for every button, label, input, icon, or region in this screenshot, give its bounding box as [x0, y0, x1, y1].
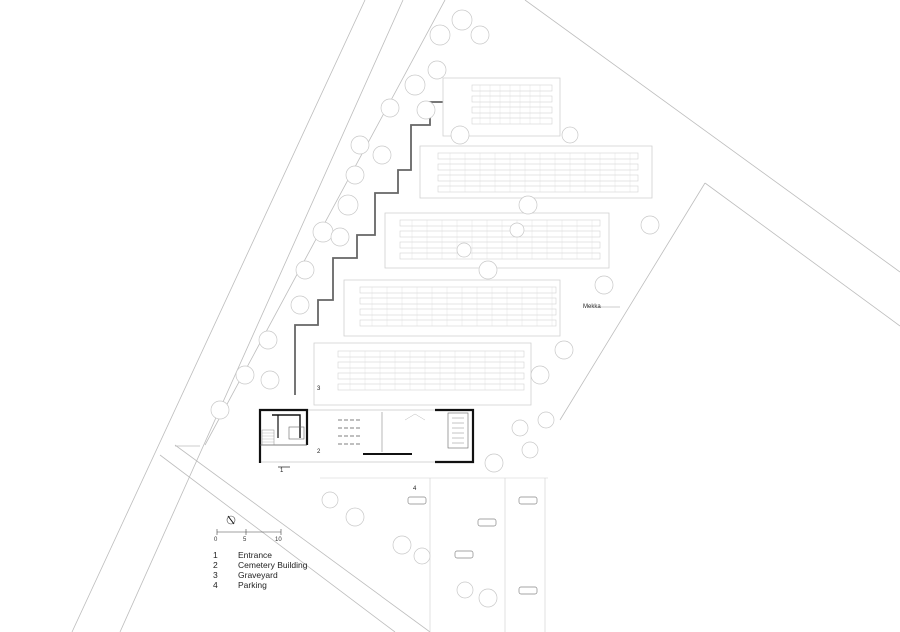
legend: 1 Entrance 2 Cemetery Building 3 Graveya… — [213, 550, 307, 590]
legend-item: 2 Cemetery Building — [213, 560, 307, 570]
legend-item: 3 Graveyard — [213, 570, 307, 580]
label-parking: 4 — [413, 486, 417, 492]
parked-cars — [407, 496, 538, 595]
cemetery-building — [258, 408, 475, 468]
legend-label: Graveyard — [238, 570, 278, 580]
legend-item: 1 Entrance — [213, 550, 307, 560]
grave-dividers — [349, 85, 631, 390]
legend-number: 3 — [213, 570, 218, 580]
label-graveyard: 3 — [317, 386, 321, 392]
road-lines — [71, 0, 900, 632]
legend-label: Parking — [238, 580, 267, 590]
scale-bar — [216, 529, 282, 535]
legend-number: 4 — [213, 580, 218, 590]
legend-item: 4 Parking — [213, 580, 307, 590]
parking-area — [320, 477, 548, 632]
scale-tick-0: 0 — [214, 537, 218, 543]
grave-rows — [337, 84, 639, 391]
legend-label: Entrance — [238, 550, 273, 560]
boundary-wall — [294, 101, 443, 395]
legend-label: Cemetery Building — [238, 560, 308, 570]
label-mekka: Mekka — [583, 304, 601, 310]
legend-number: 2 — [213, 560, 218, 570]
scale-tick-10: 10 — [275, 537, 282, 543]
north-arrow — [226, 515, 236, 525]
label-building: 2 — [317, 449, 321, 455]
scale-tick-5: 5 — [243, 537, 247, 543]
trees — [210, 9, 660, 608]
legend-number: 1 — [213, 550, 218, 560]
graveyard-terraces — [313, 77, 653, 406]
label-entrance: 1 — [280, 468, 284, 474]
